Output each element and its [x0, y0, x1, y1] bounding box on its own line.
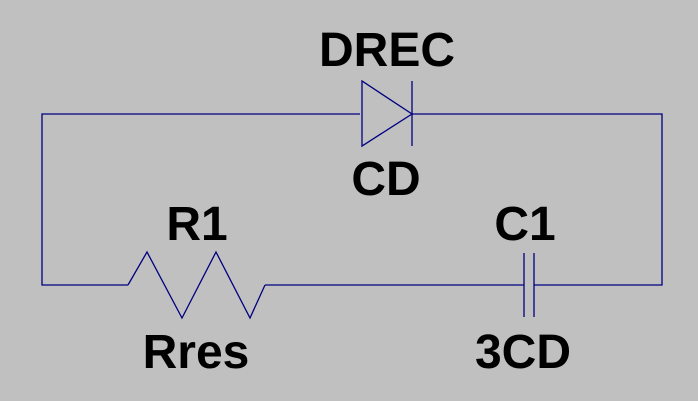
diode-value-label: CD [351, 153, 420, 206]
wires [41, 113, 663, 286]
resistor-value-label: Rres [143, 326, 250, 379]
capacitor-name-label: C1 [494, 198, 555, 251]
wire-right-top [412, 113, 663, 286]
capacitor-value-label: 3CD [475, 326, 571, 379]
resistor-zigzag[interactable] [127, 250, 266, 320]
diode-anode-triangle [361, 79, 414, 148]
wire-left-loop [41, 113, 360, 286]
resistor-name-label: R1 [166, 198, 227, 251]
diode[interactable] [361, 79, 414, 148]
capacitor[interactable] [523, 253, 535, 317]
diode-model-label: DREC [319, 24, 455, 77]
